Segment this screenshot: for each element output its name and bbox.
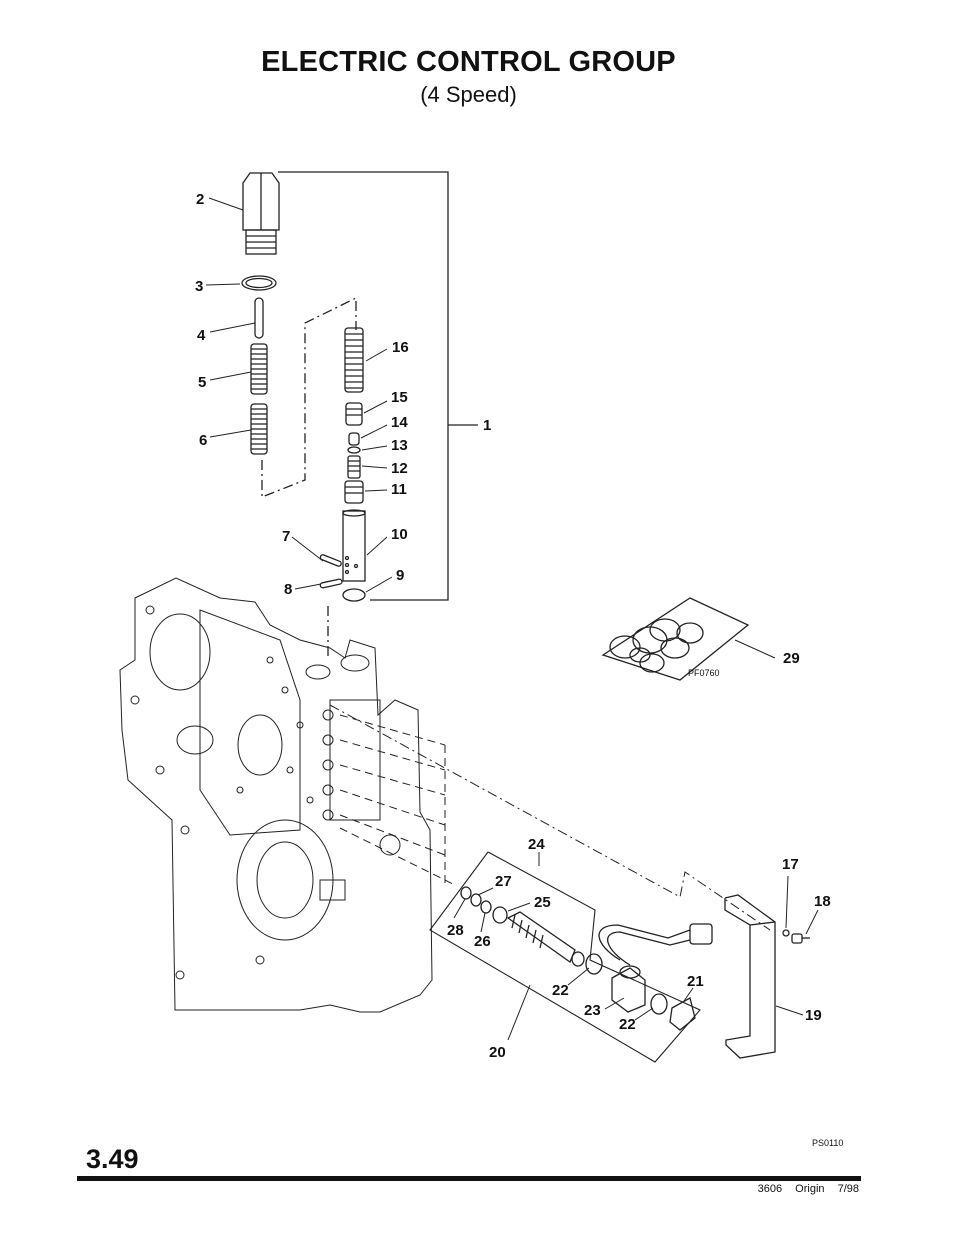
- callout-8: 8: [284, 581, 292, 598]
- callout-1: 1: [483, 417, 491, 434]
- part-7-pin: [319, 554, 342, 567]
- page-number: 3.49: [86, 1144, 139, 1174]
- callout-18: 18: [814, 893, 831, 910]
- callout-5: 5: [198, 374, 206, 391]
- callout-20: 20: [489, 1044, 506, 1061]
- part-25-ring: [492, 906, 508, 924]
- part-22-ring-a: [585, 953, 603, 975]
- footer-model: 3606: [757, 1183, 783, 1195]
- part-solenoid-valve: [506, 911, 585, 967]
- part-14-ball: [348, 432, 360, 446]
- callout-7: 7: [282, 528, 290, 545]
- part-13-ring: [347, 446, 361, 454]
- part-21-cap: [669, 997, 696, 1031]
- part-16-spring: [344, 327, 364, 393]
- part-26-ring: [480, 900, 492, 914]
- part-8-pin: [319, 578, 343, 589]
- callout-27: 27: [495, 873, 512, 890]
- callout-6: 6: [199, 432, 207, 449]
- callout-15: 15: [391, 389, 408, 406]
- callout-24: 24: [528, 836, 545, 853]
- callout-17: 17: [782, 856, 799, 873]
- callout-13: 13: [391, 437, 408, 454]
- callout-25: 25: [534, 894, 551, 911]
- part-6-spring: [250, 403, 268, 455]
- callout-19: 19: [805, 1007, 822, 1024]
- callout-21: 21: [687, 973, 704, 990]
- callout-2: 2: [196, 191, 204, 208]
- callout-28: 28: [447, 922, 464, 939]
- part-29-seal-kit: [601, 597, 750, 681]
- part-23-coil: [598, 923, 713, 1013]
- callout-4: 4: [197, 327, 206, 344]
- part-19-bracket: [724, 894, 776, 1059]
- callout-11: 11: [391, 481, 407, 498]
- callout-3: 3: [195, 278, 203, 295]
- main-figure-ref: PS0110: [812, 1138, 843, 1148]
- part-28-ring: [460, 886, 472, 900]
- footer-date: 7/98: [837, 1183, 859, 1195]
- footer-label: Origin: [795, 1183, 825, 1195]
- part-17-washer: [782, 929, 790, 937]
- part-27-ring: [470, 893, 482, 907]
- page-subtitle: (4 Speed): [420, 82, 517, 107]
- footer-rule: [77, 1176, 861, 1181]
- part-18-bolt: [791, 933, 810, 944]
- footer: 3606 Origin 7/98: [0, 1183, 859, 1195]
- callout-14: 14: [391, 414, 408, 431]
- part-3-ring: [241, 275, 277, 291]
- part-9-ring: [342, 588, 366, 602]
- callout-12: 12: [391, 460, 408, 477]
- callout-10: 10: [391, 526, 408, 543]
- part-12-spring: [347, 455, 361, 479]
- part-2-fitting: [242, 172, 280, 255]
- page-title: ELECTRIC CONTROL GROUP: [261, 46, 676, 78]
- kit-figure-ref: PF0760: [688, 668, 720, 678]
- part-11-plug: [344, 480, 364, 504]
- callout-29: 29: [783, 650, 800, 667]
- group-bracket-1: [278, 171, 478, 601]
- callout-16: 16: [392, 339, 409, 356]
- callout-9: 9: [396, 567, 404, 584]
- part-15-plug: [345, 402, 363, 426]
- part-22-ring-b: [650, 993, 668, 1015]
- callout-22b: 22: [619, 1016, 636, 1033]
- part-10-sleeve: [342, 509, 366, 582]
- callout-22a: 22: [552, 982, 569, 999]
- part-5-spring: [250, 343, 268, 395]
- transmission-housing: [119, 577, 433, 1013]
- callout-26: 26: [474, 933, 491, 950]
- part-4-pin: [254, 297, 264, 339]
- callout-23: 23: [584, 1002, 601, 1019]
- group-box-20: [429, 851, 701, 1063]
